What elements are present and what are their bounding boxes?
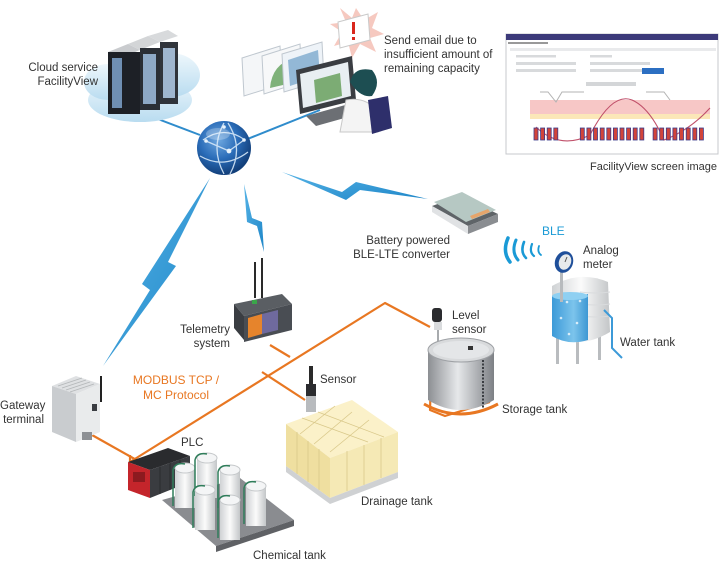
wireless-bolt-to-ble-converter [282,172,428,200]
screen-bar [659,127,665,141]
screen-bar [619,127,625,141]
screen-bar [593,127,598,141]
screen-bar [665,127,671,141]
globe-network-icon [197,121,251,175]
screen-bar [692,127,698,141]
wire-telemetry-bus [269,344,291,358]
screen-bar [652,127,658,141]
screen-bar [613,127,618,141]
storage-tank-icon [423,337,499,416]
storage-tank-label: Storage tank [502,404,568,416]
chemical-tank-cylinders [172,452,267,540]
analog-meter-icon [554,251,574,302]
chemical-tank-icon [162,452,294,552]
ble-label: BLE [542,224,565,238]
drainage-tank-label: Drainage tank [361,496,433,508]
email-alert-label: Send email due to insufficient amount of… [384,35,493,75]
plc-label: PLC [181,437,204,449]
screen-bar [672,127,678,141]
chemical-tank-cylinder [192,484,216,530]
wireless-links [103,172,428,366]
screen-bar [540,127,545,141]
screen-bar [699,127,704,141]
protocol-label: MODBUS TCP / MC Protocol [132,373,220,402]
wire-bus-sensor [261,371,306,401]
cloud-server-icon [84,30,200,122]
screen-bar [626,127,631,141]
screen-bar [599,127,605,141]
ble-converter-label: Battery powered BLE-LTE converter [353,235,450,261]
telemetry-label: Telemetry system [180,324,230,350]
sensor-probe-icon [306,366,316,412]
screen-bar [546,127,552,141]
screen-bar [685,127,691,141]
server-rack-1 [108,44,140,114]
screen-image-label: FacilityView screen image [590,161,717,173]
email-alert-icon [330,8,384,58]
screen-bar-series [533,127,704,141]
level-sensor-icon [432,308,442,344]
server-rack-3 [148,30,178,104]
gateway-label: Gateway terminal [0,400,46,426]
operator-workstation-icon [241,8,392,134]
wire-plc-level-sensor [128,301,431,464]
telemetry-device-icon [234,258,292,342]
wire-gateway-plc [91,434,141,463]
screen-bar [579,127,585,141]
screen-bar [553,127,559,141]
water-tank-label: Water tank [620,337,676,349]
analog-meter-label: Analog meter [583,245,619,271]
search-button [642,68,664,74]
chemical-tank-cylinder [243,480,267,526]
screen-bar [639,127,645,141]
sensor-label: Sensor [320,374,357,386]
wireless-bolt-to-telemetry [244,184,264,252]
ble-signal-icon [503,236,542,264]
water-tank-icon [552,276,623,364]
drainage-tank-icon [286,400,398,504]
screen-image [505,33,719,155]
gateway-terminal-icon [52,376,102,442]
screen-bar [632,127,638,141]
chemical-tank-cylinder [172,462,196,508]
cloud-service-label: Cloud service FacilityView [28,62,98,88]
screen-bar [679,127,684,141]
wireless-bolt-to-gateway [103,178,210,366]
screen-bar [606,127,612,141]
screen-bar [533,127,539,141]
chemical-tank-cylinder [217,494,241,540]
chemical-tank-label: Chemical tank [253,550,326,562]
server-rack-2 [128,36,160,110]
level-sensor-label: Level sensor [452,310,487,336]
ble-lte-converter-icon [432,192,498,234]
screen-bar [586,127,592,141]
link-internet-operator [244,109,321,141]
